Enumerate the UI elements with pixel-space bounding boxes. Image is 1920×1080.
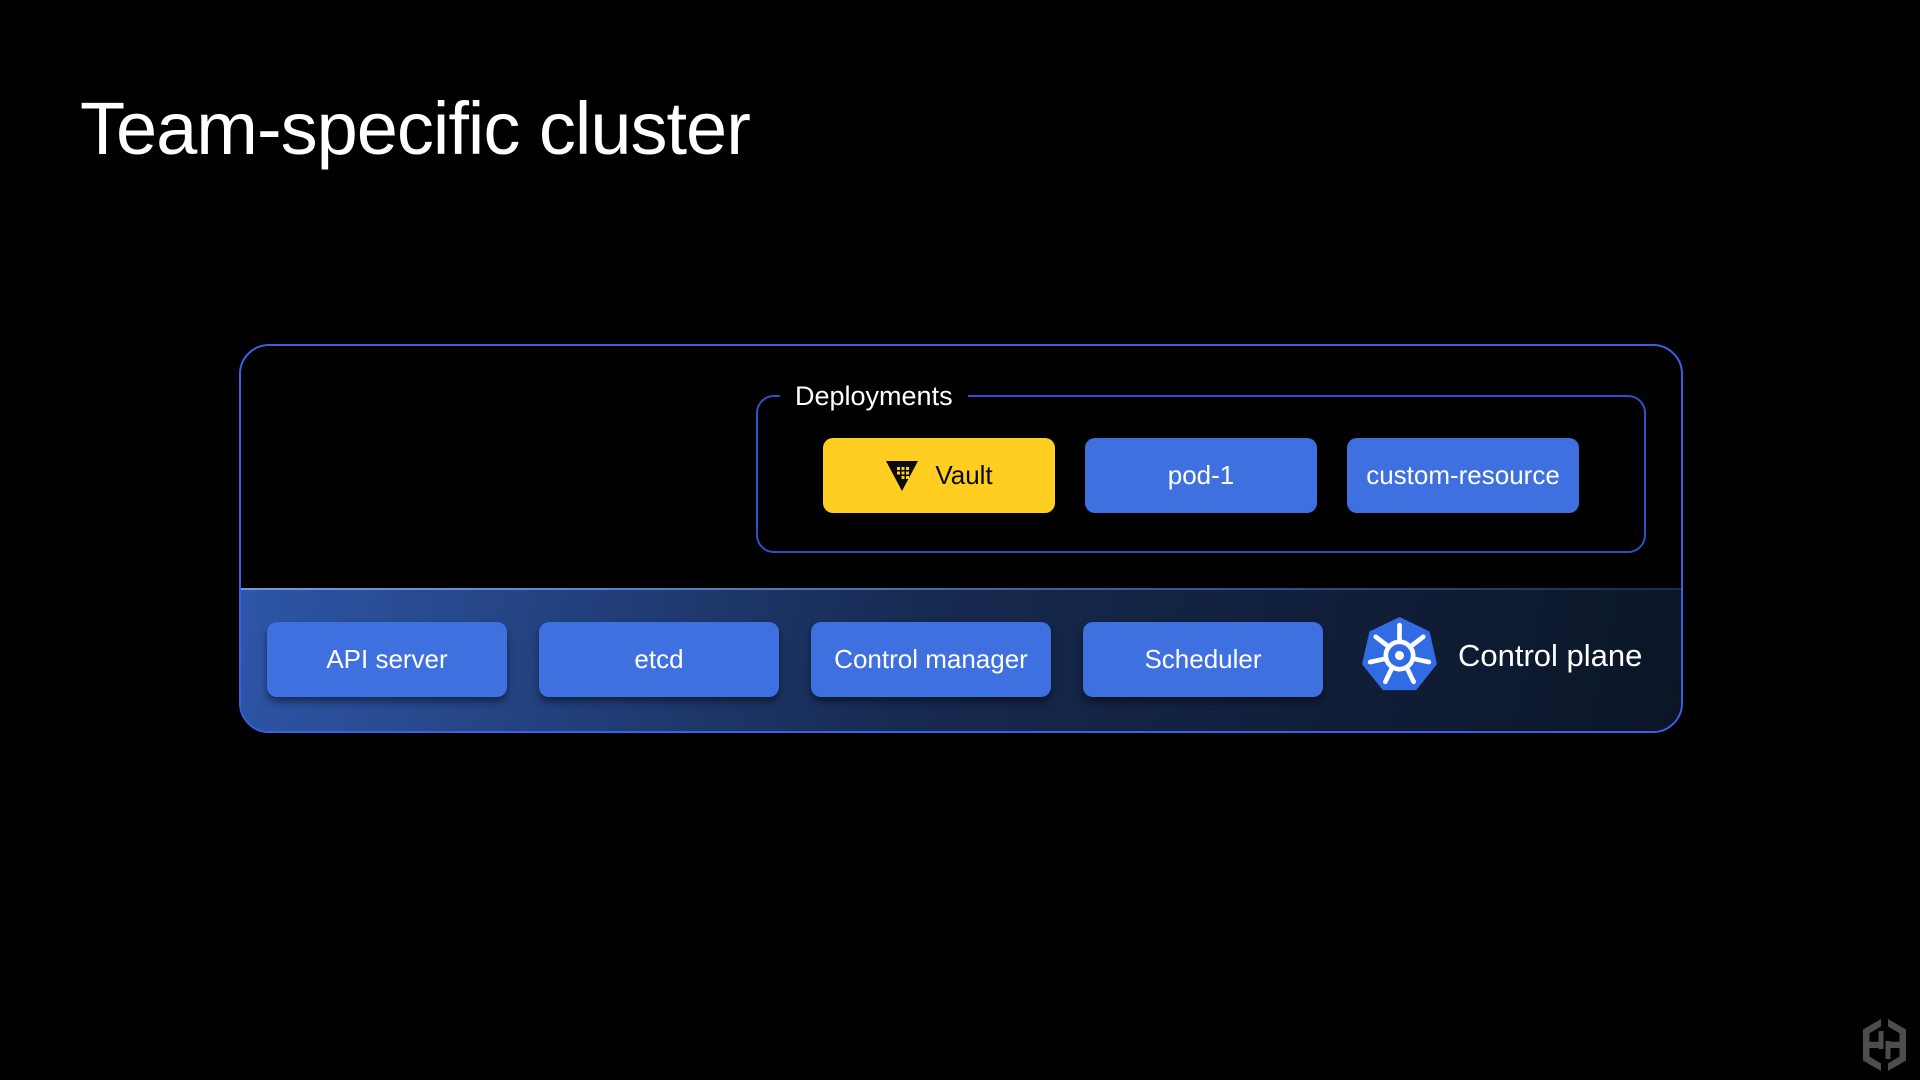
deployments-label: Deployments bbox=[780, 380, 968, 412]
node-label: Vault bbox=[935, 460, 993, 490]
control-plane-bar: API server etcd Control manager Schedule… bbox=[241, 588, 1681, 731]
node-label: pod-1 bbox=[1167, 460, 1235, 490]
node-label: Scheduler bbox=[1144, 644, 1262, 674]
kubernetes-icon bbox=[1359, 614, 1440, 697]
page-title: Team-specific cluster bbox=[80, 87, 751, 170]
node-label: etcd bbox=[634, 644, 684, 674]
vault-icon bbox=[885, 460, 919, 492]
control-plane-label: Control plane bbox=[1458, 637, 1643, 673]
node-label: custom-resource bbox=[1366, 460, 1560, 490]
node-scheduler: Scheduler bbox=[1083, 622, 1323, 697]
node-vault: Vault bbox=[823, 438, 1055, 513]
deployments-group: Deployments Vault bbox=[756, 380, 1646, 553]
hashicorp-icon bbox=[1863, 1019, 1906, 1071]
node-api-server: API server bbox=[267, 622, 507, 697]
node-etcd: etcd bbox=[539, 622, 779, 697]
cluster-boundary: Deployments Vault bbox=[239, 344, 1683, 733]
node-custom-resource: custom-resource bbox=[1347, 438, 1579, 513]
control-plane-row: API server etcd Control manager Schedule… bbox=[267, 622, 1323, 697]
node-label: API server bbox=[326, 644, 448, 674]
node-label: Control manager bbox=[834, 644, 1028, 674]
node-pod-1: pod-1 bbox=[1085, 438, 1317, 513]
control-plane-legend: Control plane bbox=[1359, 614, 1642, 697]
node-control-manager: Control manager bbox=[811, 622, 1051, 697]
deployments-row: Vault pod-1 custom-resource bbox=[823, 438, 1579, 513]
